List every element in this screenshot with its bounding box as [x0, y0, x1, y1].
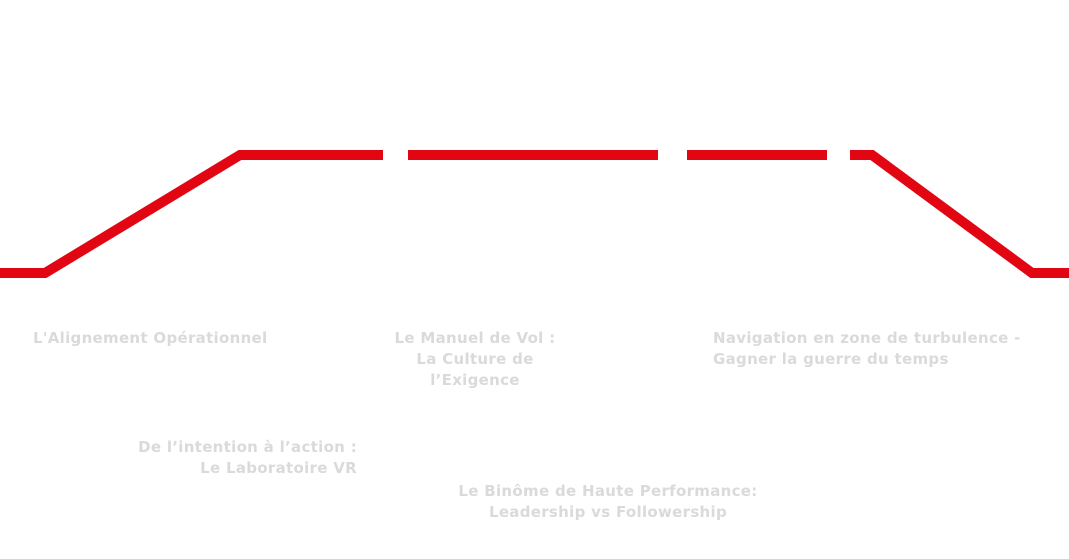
label-alignement-operationnel: L'Alignement Opérationnel — [33, 328, 267, 349]
label-line: l’Exigence — [430, 371, 520, 389]
label-line: L'Alignement Opérationnel — [33, 329, 268, 347]
label-binome-haute-performance: Le Binôme de Haute Performance: Leadersh… — [458, 481, 757, 523]
label-line: Gagner la guerre du temps — [713, 350, 949, 368]
label-line: Le Laboratoire VR — [200, 459, 357, 477]
label-line: Navigation en zone de turbulence - — [713, 329, 1021, 347]
label-line: Le Binôme de Haute Performance: — [458, 482, 758, 500]
label-line: La Culture de — [416, 350, 534, 368]
label-manuel-de-vol: Le Manuel de Vol : La Culture de l’Exige… — [395, 328, 556, 391]
label-navigation-turbulence: Navigation en zone de turbulence - Gagne… — [713, 328, 1021, 370]
label-line: De l’intention à l’action : — [138, 438, 357, 456]
label-laboratoire-vr: De l’intention à l’action : Le Laboratoi… — [138, 437, 357, 479]
flight-path-takeoff-climb-cruise-segment — [0, 150, 383, 278]
flight-path-descent-landing-segment — [850, 150, 1069, 278]
label-line: Le Manuel de Vol : — [394, 329, 556, 347]
label-line: Leadership vs Followership — [488, 503, 728, 521]
